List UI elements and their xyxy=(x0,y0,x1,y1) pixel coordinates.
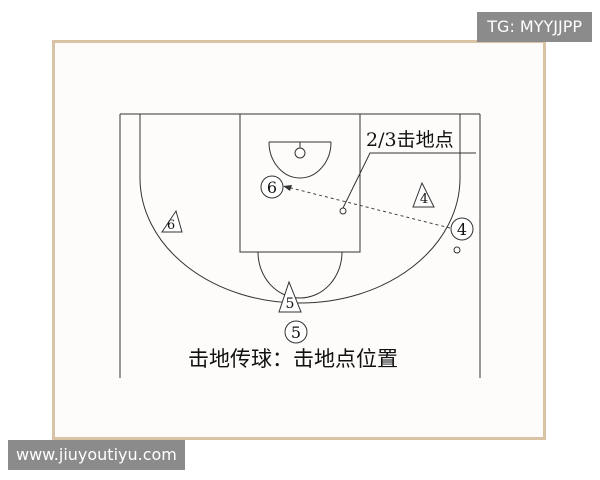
svg-text:6: 6 xyxy=(267,178,277,197)
bounce-point-label: 2/3击地点 xyxy=(366,129,454,151)
pass-path xyxy=(286,186,451,229)
player-4: 4 xyxy=(450,217,474,241)
svg-text:5: 5 xyxy=(286,296,295,312)
svg-text:6: 6 xyxy=(167,218,175,233)
bounce-callout-line xyxy=(342,152,476,209)
defender-6: 6 xyxy=(161,209,183,233)
free-throw-circle xyxy=(257,251,343,299)
svg-text:4: 4 xyxy=(420,192,428,207)
watermark-tag-top: TG: MYYJJPP xyxy=(477,12,592,42)
restricted-area xyxy=(268,141,332,179)
three-point-line xyxy=(139,114,461,304)
defender-4: 4 xyxy=(412,181,435,208)
paint-area xyxy=(239,113,361,253)
bounce-point xyxy=(339,207,347,215)
basket-rim xyxy=(294,147,306,159)
svg-text:4: 4 xyxy=(457,220,467,239)
defender-5: 5 xyxy=(278,280,302,313)
diagram-caption: 击地传球：击地点位置 xyxy=(188,347,398,371)
source-url-tag: www.jiuyoutiyu.com xyxy=(8,440,185,470)
player-6: 6 xyxy=(260,175,284,199)
svg-text:5: 5 xyxy=(291,323,301,342)
player-4-marker-dot xyxy=(453,246,461,254)
player-5: 5 xyxy=(284,320,308,344)
pass-arrowhead xyxy=(283,185,292,191)
